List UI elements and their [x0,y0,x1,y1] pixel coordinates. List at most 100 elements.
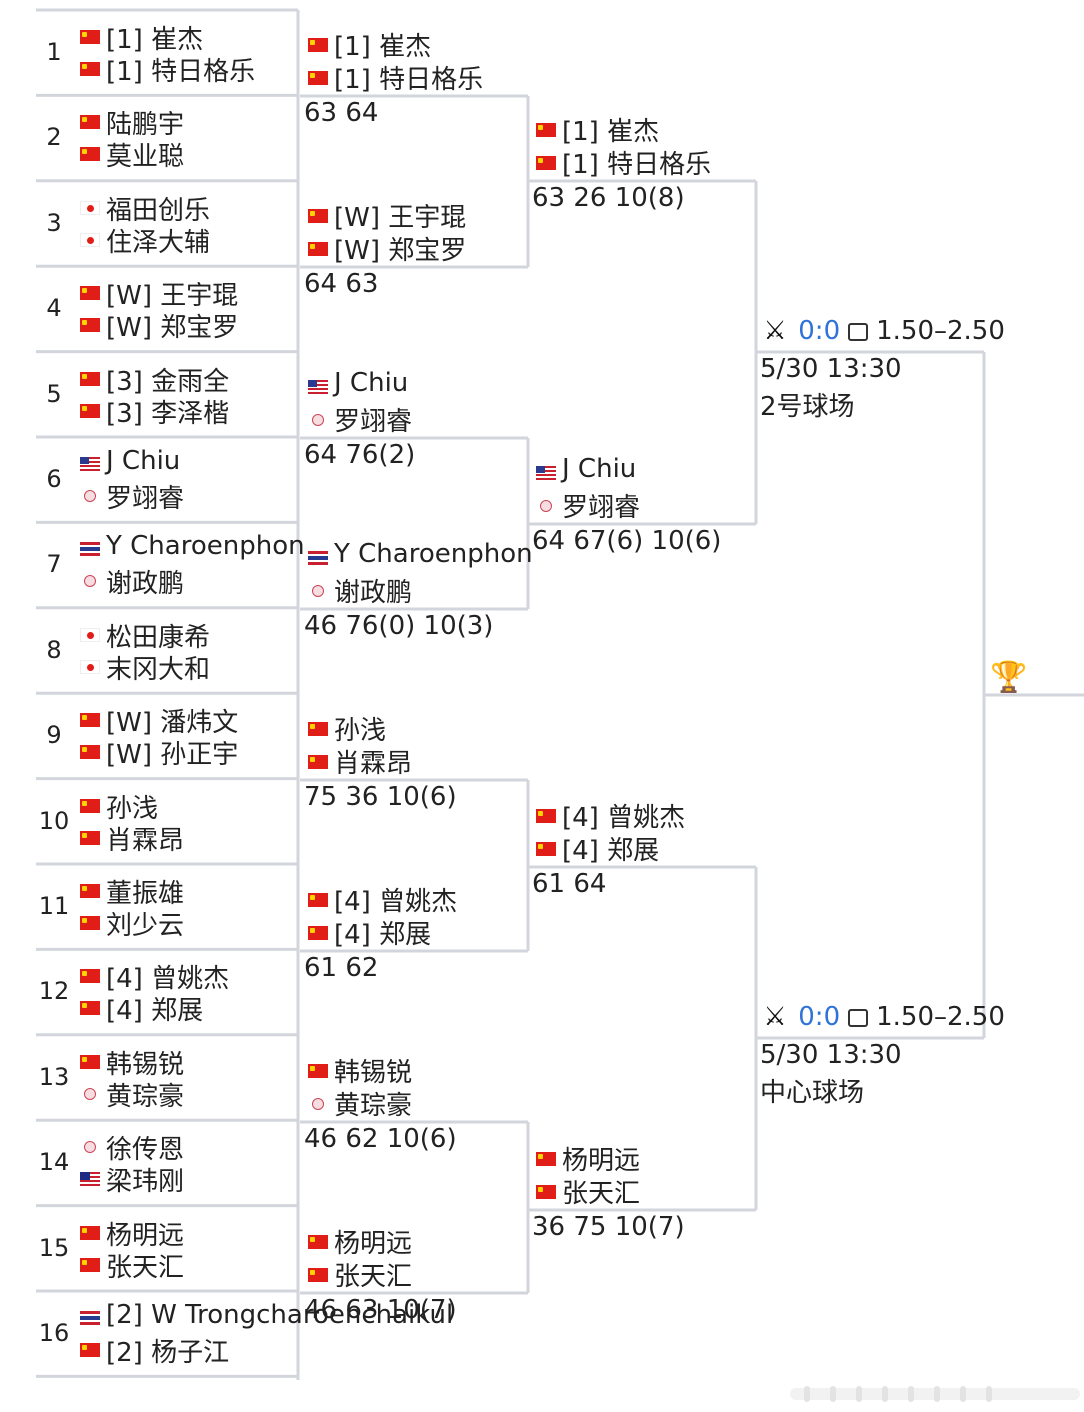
player-name[interactable]: 罗翊睿 [334,407,413,437]
cn-flag-icon [80,403,100,418]
player-name[interactable]: 董振雄 [106,879,185,909]
odds-value: 1.50–2.50 [876,316,1005,346]
cn-flag-icon [536,1185,556,1199]
player-name[interactable]: 梁玮刚 [106,1167,185,1198]
cn-flag-icon [536,809,556,823]
match-score: 46 76(0) 10(3) [304,611,494,641]
match-score: 36 75 10(7) [532,1212,685,1242]
th-flag-icon [80,542,100,557]
player-name[interactable]: [1] 特日格乐 [106,57,256,87]
player-name[interactable]: 住泽大辅 [106,227,211,258]
player-name[interactable]: 福田创乐 [106,195,211,226]
player-name[interactable]: Y Charoenphon [334,539,533,569]
cn-flag-icon [80,62,100,76]
player-name[interactable]: [3] 金雨全 [106,366,230,397]
player-name[interactable]: 孙浅 [334,716,387,746]
player-name[interactable]: Y Charoenphon [106,531,305,562]
player-name[interactable]: [W] 郑宝罗 [106,313,239,344]
player-name[interactable]: [W] 王宇琨 [106,281,239,312]
player-name[interactable]: [4] 曾姚杰 [106,964,230,995]
player-name[interactable]: [2] 杨子江 [106,1338,230,1368]
player-name[interactable]: [4] 曾姚杰 [334,887,458,917]
player-name[interactable]: 杨明远 [106,1220,185,1251]
us-flag-icon [536,466,556,480]
cn-flag-icon [80,713,100,728]
cn-flag-icon [80,371,100,386]
match-score: 64 76(2) [304,440,416,470]
player-name[interactable]: J Chiu [334,368,409,398]
cn-flag-icon [80,286,100,301]
cn-flag-icon [536,123,556,137]
player-name[interactable]: 肖霖昂 [334,749,413,779]
player-name[interactable]: [4] 曾姚杰 [562,803,686,833]
cn-flag-icon [308,71,328,85]
player-name[interactable]: 谢政鹏 [106,569,185,600]
trophy-icon: 🏆 [990,660,1028,695]
player-name[interactable]: [W] 郑宝罗 [334,236,467,266]
cn-flag-icon [80,1054,100,1069]
player-name[interactable]: [2] W Trongcharoenchaikul [106,1300,454,1330]
cn-flag-icon [308,893,328,907]
tpe-flag-icon [308,584,328,598]
player-name[interactable]: [W] 潘炜文 [106,708,239,739]
player-name[interactable]: [1] 崔杰 [562,117,660,147]
match-time: 5/30 13:30 [760,354,902,384]
cn-flag-icon [80,745,100,760]
player-name[interactable]: [1] 特日格乐 [562,150,712,180]
player-name[interactable]: 黄琮豪 [106,1081,185,1112]
player-name[interactable]: 陆鹏宇 [106,110,185,141]
player-name[interactable]: [W] 王宇琨 [334,203,467,233]
player-name[interactable]: 张天汇 [334,1262,413,1292]
player-name[interactable]: [W] 孙正宇 [106,740,239,771]
match-time: 5/30 13:30 [760,1040,902,1070]
chart-icon[interactable] [848,1009,869,1027]
player-name[interactable]: 韩锡锐 [334,1058,413,1088]
player-name[interactable]: J Chiu [106,446,181,476]
cn-flag-icon [308,242,328,256]
player-name[interactable]: [1] 崔杰 [106,25,204,55]
player-name[interactable]: [1] 崔杰 [334,32,432,62]
slot-number: 3 [46,208,62,237]
player-name[interactable]: J Chiu [562,454,637,484]
us-flag-icon [308,380,328,394]
player-name[interactable]: 松田康希 [106,622,211,653]
player-name[interactable]: 黄琮豪 [334,1091,413,1121]
player-name[interactable]: [3] 李泽楷 [106,398,230,429]
player-name[interactable]: [4] 郑展 [334,920,432,950]
match-score: 64 67(6) 10(6) [532,526,722,556]
player-name[interactable]: 末冈大和 [106,654,211,685]
slot-number: 15 [38,1233,70,1262]
player-name[interactable]: 罗翊睿 [562,493,641,523]
player-name[interactable]: 杨明远 [562,1146,641,1176]
player-name[interactable]: 徐传恩 [106,1135,185,1166]
match-score: 64 63 [304,269,379,299]
cn-flag-icon [308,209,328,223]
jp-flag-icon [80,200,100,215]
player-name[interactable]: 罗翊睿 [106,484,185,514]
player-name[interactable]: 张天汇 [106,1252,185,1283]
cn-flag-icon [80,318,100,333]
player-name[interactable]: 刘少云 [106,911,185,941]
player-name[interactable]: 韩锡锐 [106,1049,185,1080]
cn-flag-icon [536,156,556,170]
cn-flag-icon [80,1257,100,1272]
player-name[interactable]: 谢政鹏 [334,578,413,608]
cn-flag-icon [80,798,100,813]
match-score: 46 63 10(7) [304,1295,457,1325]
player-name[interactable]: 杨明远 [334,1229,413,1259]
player-name[interactable]: [4] 郑展 [562,836,660,866]
player-name[interactable]: 张天汇 [562,1179,641,1209]
player-name[interactable]: [1] 特日格乐 [334,65,484,95]
player-name[interactable]: [4] 郑展 [106,996,204,1027]
live-score[interactable]: 0:0 [798,1002,841,1032]
live-score[interactable]: 0:0 [798,316,841,346]
player-name[interactable]: 肖霖昂 [106,825,185,856]
player-name[interactable]: 孙浅 [106,793,159,824]
chart-icon[interactable] [848,323,869,341]
slot-number: 4 [46,294,62,323]
player-name[interactable]: 莫业聪 [106,142,185,173]
us-flag-icon [80,457,100,471]
